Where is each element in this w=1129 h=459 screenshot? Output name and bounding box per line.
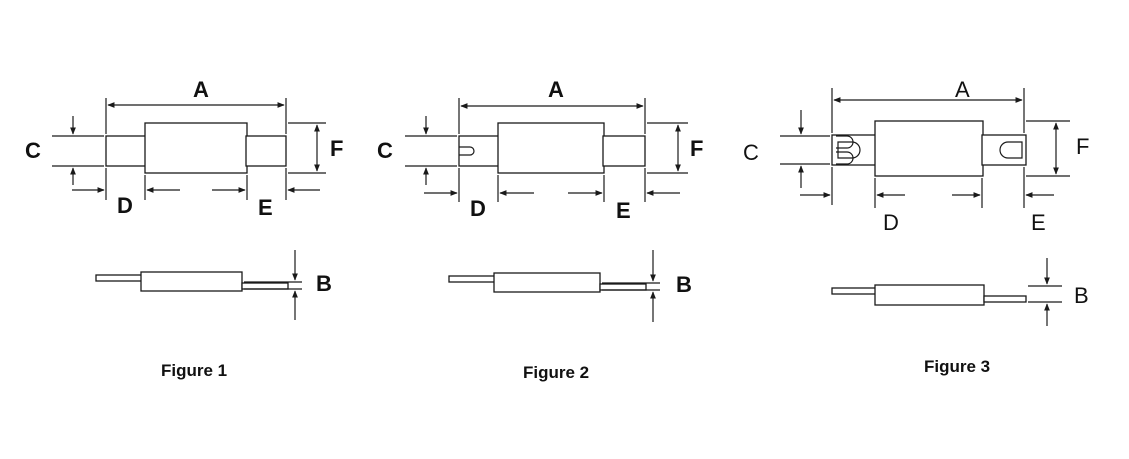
figure-1-label-e: E	[258, 195, 273, 220]
figure-3: A C D E F B Figure 3	[743, 77, 1089, 376]
figure-3-side-body	[874, 284, 985, 306]
figure-1-label-c: C	[25, 138, 41, 163]
figure-2-label-d: D	[470, 196, 486, 221]
figure-1-caption: Figure 1	[161, 361, 227, 380]
figure-1-label-a: A	[193, 77, 209, 102]
figure-2: A C D E F B Figure 2	[377, 77, 703, 382]
figure-3-side-right-lead	[983, 295, 1027, 303]
figure-3-label-b: B	[1074, 283, 1089, 308]
figure-1-right-terminal	[245, 135, 287, 167]
figure-2-side-body	[493, 272, 601, 293]
figure-2-right-terminal	[602, 135, 646, 167]
figure-3-label-a: A	[955, 77, 970, 102]
figure-3-caption: Figure 3	[924, 357, 990, 376]
figure-3-body	[874, 120, 984, 177]
figure-3-label-e: E	[1031, 210, 1046, 235]
figure-1-side-left-lead	[95, 274, 143, 282]
figure-3-right-slot	[999, 141, 1023, 159]
figure-2-label-c: C	[377, 138, 393, 163]
figure-1: A C D E F B Figure 1	[25, 77, 343, 380]
figure-1-label-f: F	[330, 136, 343, 161]
figure-2-left-terminal	[458, 135, 500, 167]
figure-2-body	[497, 122, 605, 174]
figure-1-side-right-lead	[241, 282, 289, 290]
figure-2-left-slot	[459, 146, 475, 156]
figure-1-label-b: B	[316, 271, 332, 296]
figure-3-side-left-lead	[831, 287, 877, 295]
figure-1-body	[144, 122, 248, 174]
figure-2-label-f: F	[690, 136, 703, 161]
figure-2-side-right-lead	[599, 283, 647, 291]
figure-3-label-d: D	[883, 210, 899, 235]
figure-3-left-terminal	[831, 134, 877, 166]
figure-3-label-f: F	[1076, 134, 1089, 159]
figure-1-label-d: D	[117, 193, 133, 218]
figure-3-label-c: C	[743, 140, 759, 165]
figure-2-label-e: E	[616, 198, 631, 223]
figure-1-left-terminal	[105, 135, 147, 167]
figure-1-side-body	[140, 271, 243, 292]
figure-2-label-b: B	[676, 272, 692, 297]
figure-3-right-terminal	[981, 134, 1027, 166]
figure-2-label-a: A	[548, 77, 564, 102]
figure-2-side-left-lead	[448, 275, 496, 283]
figure-2-caption: Figure 2	[523, 363, 589, 382]
